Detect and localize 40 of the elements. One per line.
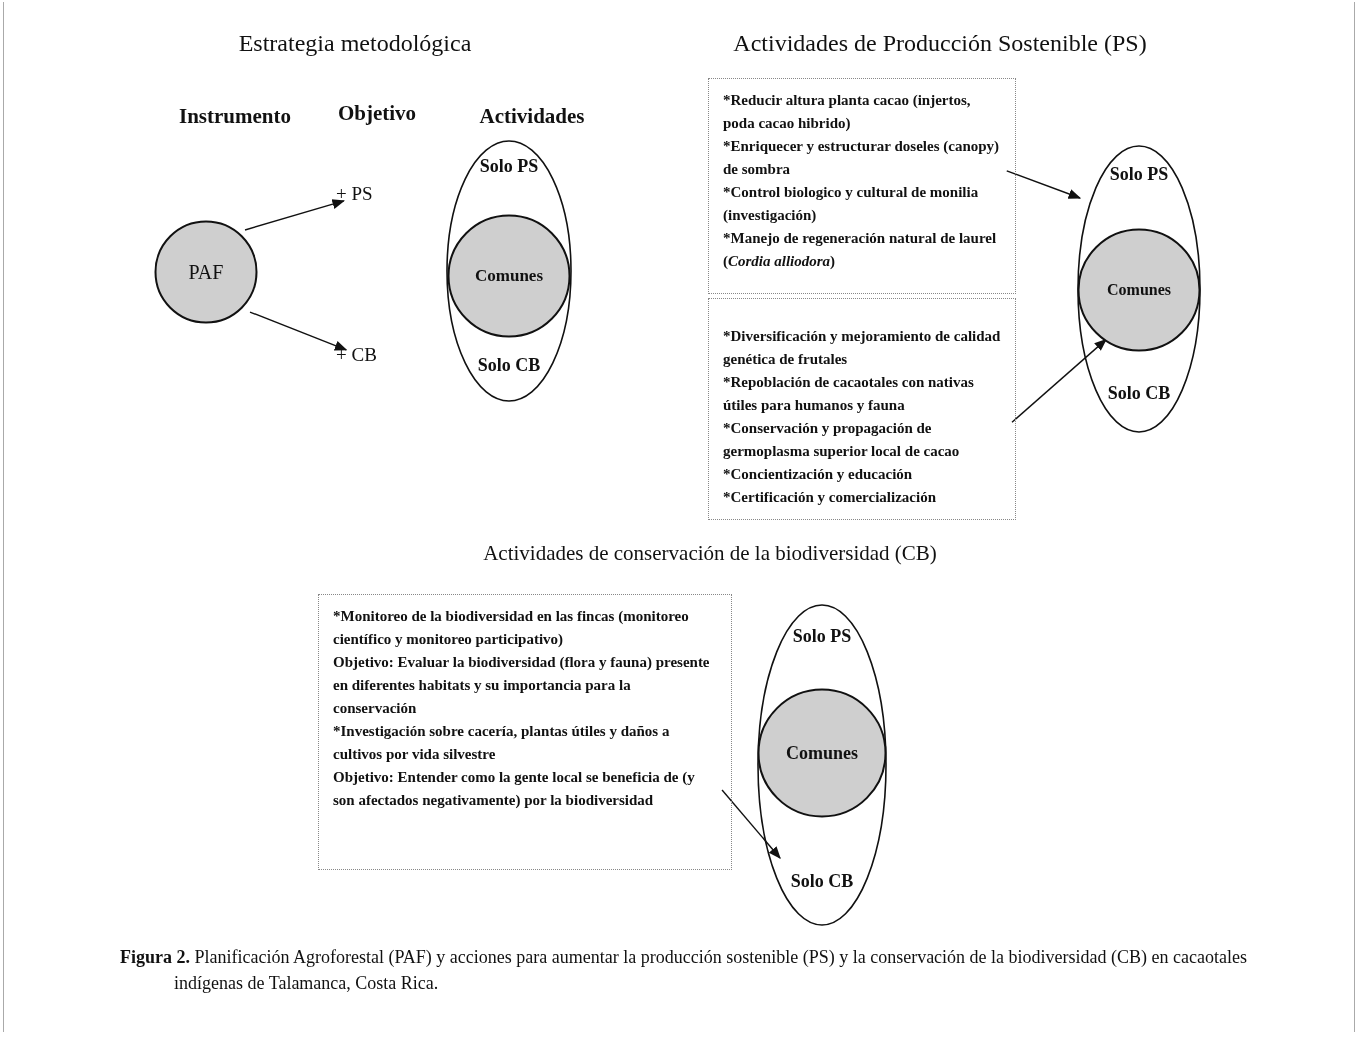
circle-label: Comunes: [475, 266, 543, 286]
arrow: [1011, 338, 1107, 423]
activity-item: *Diversificación y mejoramiento de calidad genética de frutales: [723, 327, 1001, 369]
arrow: [249, 311, 348, 351]
region-label: Solo CB: [790, 870, 854, 892]
activity-item: *Repoblación de cacaotales con nativas útiles para humanos y fauna: [723, 373, 975, 415]
activity-item: *Manejo de regeneración natural de laurel (Cordia alliodora): [723, 229, 998, 271]
section-title: Estrategia metodológica: [237, 30, 473, 57]
activity-item: *Monitoreo de la biodiversidad en las fincas (monitoreo científico y monitoreo participativo): [333, 607, 690, 649]
activity-item: *Control biologico y cultural de monilia (investigación): [723, 183, 980, 225]
section-title: Actividades de conservación de la biodiversidad (CB): [482, 541, 938, 566]
activity-box: [708, 78, 1016, 294]
region-label: Solo PS: [1109, 163, 1169, 185]
activity-item: Objetivo: Evaluar la biodiversidad (flora y fauna) presente en diferentes habitats y su importancia para la conservación: [333, 653, 711, 718]
column-heading: Instrumento: [178, 104, 292, 129]
circle-label: Comunes: [786, 742, 858, 764]
section-title: Actividades de Producción Sostenible (PS): [732, 30, 1148, 57]
region-label: Solo PS: [792, 625, 852, 647]
arrow: [1006, 170, 1082, 199]
activity-item: *Investigación sobre cacería, plantas útiles y daños a cultivos por vida silvestre: [333, 722, 671, 764]
column-heading: Objetivo: [336, 101, 418, 126]
arrow: [244, 199, 345, 231]
activity-item: *Certificación y comercialización: [723, 488, 937, 507]
figure-caption: Figura 2. Planificación Agroforestal (PAF) y acciones para aumentar la producción sostenible (PS) y la conservación de la biodiversidad (CB) en cacaotales indígenas de Talamanca, Costa Rica.: [120, 946, 1248, 995]
activity-item: *Concientización y educación: [723, 465, 914, 484]
activity-item: *Conservación y propagación de germoplasma superior local de cacao: [723, 419, 961, 461]
activity-box: [708, 298, 1016, 520]
activity-item: Objetivo: Entender como la gente local se beneficia de (y son afectados negativamente) por la biodiversidad: [333, 768, 696, 810]
activity-item: *Enriquecer y estructurar doseles (canopy) de sombra: [723, 137, 1001, 179]
column-heading: Actividades: [478, 104, 586, 129]
arrow: [721, 789, 781, 859]
activity-item: *Reducir altura planta cacao (injertos, poda cacao hibrido): [723, 91, 972, 133]
target-label: + PS: [336, 183, 373, 205]
target-label: + CB: [336, 344, 377, 366]
activity-box: [318, 594, 732, 870]
region-label: Solo PS: [479, 155, 539, 177]
region-label: Solo CB: [1107, 382, 1171, 404]
region-label: Solo CB: [477, 354, 541, 376]
circle-label: Comunes: [1107, 281, 1171, 299]
circle-label: PAF: [188, 260, 224, 284]
